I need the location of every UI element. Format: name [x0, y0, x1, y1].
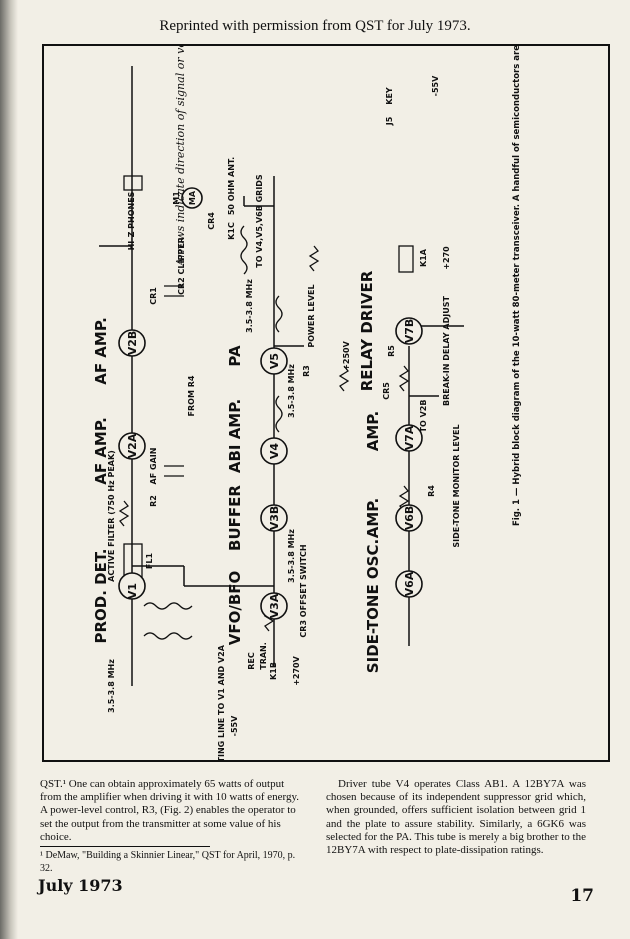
- schematic-frame: V1 V2A V2B V3A V3B V4 V5 V6A V6B V7A V7B…: [42, 44, 610, 762]
- r5-label: R5: [387, 345, 396, 357]
- cr5-label: CR5: [382, 382, 391, 400]
- to-v2b-label: TO V2B: [419, 400, 428, 433]
- k1c-label: K1C: [227, 222, 236, 240]
- tube-label: V4: [268, 443, 281, 460]
- j5-label: J5: [385, 116, 394, 126]
- af-gain-label: AF GAIN: [149, 448, 158, 485]
- freq-label: 3.5-3.8 MHz: [245, 279, 254, 333]
- tube-v3b: [260, 504, 288, 532]
- cr2-label: CR2 CLIPPER: [177, 237, 186, 295]
- block-label: BUFFER: [226, 485, 244, 551]
- freq-label: 3.5-3.8 MHz: [287, 529, 296, 583]
- tube-v6a: [395, 570, 423, 598]
- tube-v5: [260, 347, 288, 375]
- r3-label: R3: [302, 365, 311, 377]
- b-plus-label: +270: [442, 246, 451, 270]
- fl1-label: FL1: [145, 553, 154, 570]
- b-plus-label: +250V: [342, 340, 351, 370]
- phones-label: HI-Z PHONES: [127, 191, 136, 250]
- reprint-header: Reprinted with permission from QST for J…: [159, 18, 471, 34]
- block-label: AMP.: [364, 411, 382, 451]
- from-r4-label: FROM R4: [187, 375, 196, 416]
- neg-bias-label: -55V: [431, 75, 440, 96]
- rec-label: REC: [247, 652, 256, 670]
- tube-v2a: [118, 432, 146, 460]
- key-label: KEY: [385, 87, 394, 105]
- r2-label: R2: [149, 495, 158, 507]
- block-label: AF AMP.: [92, 317, 110, 385]
- block-label: AMP.: [364, 498, 382, 538]
- tube-label: V2B: [126, 331, 139, 356]
- block-label: RELAY DRIVER: [358, 270, 376, 391]
- right-column: Driver tube V4 operates Class AB1. A 12B…: [326, 778, 586, 857]
- tube-label: V7B: [403, 319, 416, 344]
- page-number: 17: [570, 886, 594, 906]
- page-edge-shadow: [0, 0, 18, 939]
- tube-circles: [118, 187, 423, 620]
- tube-label: V2A: [126, 433, 139, 458]
- block-label: SIDE-TONE OSC.: [364, 539, 382, 673]
- block-label: PROD. DET.: [92, 548, 110, 643]
- block-label: ABI AMP.: [226, 399, 244, 473]
- m1-label: M1: [172, 191, 181, 205]
- cr1-label: CR1: [149, 287, 158, 305]
- neg-bias-label: -55V: [230, 715, 239, 736]
- footnote-rule: [40, 846, 210, 848]
- cr4-label: CR4: [207, 212, 216, 230]
- right-paragraph: Driver tube V4 operates Class AB1. A 12B…: [326, 778, 586, 857]
- k1b-label: K1B: [269, 662, 278, 680]
- tube-v6b: [395, 504, 423, 532]
- block-labels: PROD. DET. AF AMP. AF AMP. VFO/BFO BUFFE…: [92, 270, 382, 673]
- tube-label: V6B: [403, 506, 416, 531]
- footer-issue-date: July 1973: [38, 876, 123, 895]
- tube-v4: [260, 437, 288, 465]
- meter-m1: [181, 187, 203, 209]
- tube-labels: V1 V2A V2B V3A V3B V4 V5 V6A V6B V7A V7B: [126, 319, 416, 619]
- grids-label: TO V4,V5,V6B GRIDS: [255, 174, 264, 268]
- tube-label: V3A: [268, 593, 281, 618]
- offset-switch-label: CR3 OFFSET SWITCH: [299, 544, 308, 637]
- handwritten-note: Arrows indicate direction of signal or v…: [174, 46, 187, 267]
- figure-caption: Fig. 1 — Hybrid block diagram of the 10-…: [512, 46, 522, 526]
- tube-v2b: [118, 329, 146, 357]
- tube-v3a: [260, 592, 288, 620]
- power-level-label: POWER LEVEL: [307, 284, 316, 347]
- tube-label: V6A: [403, 571, 416, 596]
- tube-v7b: [395, 317, 423, 345]
- break-in-delay-label: BREAK-IN DELAY ADJUST: [442, 296, 451, 406]
- tube-label: V1: [126, 583, 139, 599]
- active-filter-label: ACTIVE FILTER (750 Hz PEAK): [107, 450, 116, 582]
- block-label: VFO/BFO: [226, 571, 244, 646]
- tube-label: V7A: [403, 425, 416, 450]
- r4-label: R4: [427, 485, 436, 497]
- freq-label: 3.5-3.8 MHz: [287, 364, 296, 418]
- components: [118, 175, 414, 640]
- left-paragraph: QST.¹ One can obtain approximately 65 wa…: [40, 778, 300, 843]
- tube-v1: [118, 572, 146, 600]
- antenna-label: 50 OHM ANT.: [227, 157, 236, 215]
- side-tone-level-label: SIDE-TONE MONITOR LEVEL: [452, 424, 461, 547]
- meter-ma-label: MA: [188, 190, 197, 205]
- block-diagram: V1 V2A V2B V3A V3B V4 V5 V6A V6B V7A V7B…: [92, 46, 522, 760]
- tube-label: V3B: [268, 506, 281, 531]
- block-label: PA: [226, 345, 244, 367]
- footnote: ¹ DeMaw, "Building a Skinnier Linear," Q…: [40, 850, 296, 875]
- b-plus-label: +270V: [292, 655, 301, 685]
- block-label: AF AMP.: [92, 417, 110, 485]
- muting-line-label: MUTING LINE TO V1 AND V2A: [217, 644, 226, 760]
- tran-label: TRAN.: [259, 642, 268, 670]
- component-labels: 3.5-3.8 MHz ACTIVE FILTER (750 Hz PEAK) …: [107, 75, 461, 760]
- left-column: QST.¹ One can obtain approximately 65 wa…: [40, 778, 302, 875]
- tube-v7a: [395, 424, 423, 452]
- tube-label: V5: [268, 353, 281, 369]
- k1a-label: K1A: [419, 248, 428, 267]
- freq-label: 3.5-3.8 MHz: [107, 659, 116, 713]
